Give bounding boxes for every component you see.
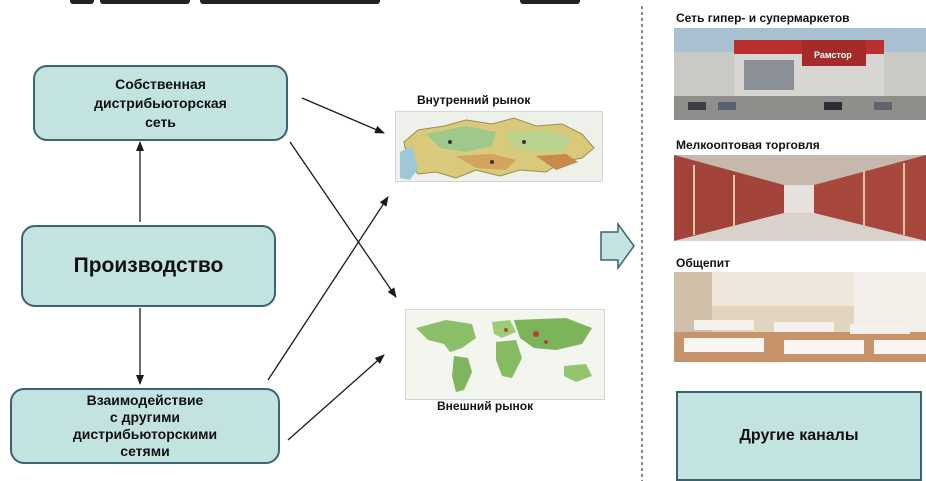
- other-channels-label: Другие каналы: [739, 427, 859, 444]
- block-arrow-right: [600, 221, 635, 271]
- foreign-market-map: [405, 309, 605, 400]
- foreign-market-label: Внешний рынок: [437, 399, 534, 413]
- warehouse-photo: [674, 155, 926, 241]
- kazakhstan-map-image: [396, 112, 602, 181]
- store-sign: Рамстор: [814, 50, 852, 60]
- own-distribution-network-box: Собственная дистрибьюторская сеть: [33, 65, 288, 141]
- retail-chains-label: Сеть гипер- и супермаркетов: [676, 11, 850, 25]
- arrow-interaction-to-domestic: [267, 196, 389, 381]
- other-channels-box: Другие каналы: [676, 391, 922, 481]
- world-map-image: [406, 310, 604, 399]
- own-distribution-network-label: Собственная дистрибьюторская сеть: [94, 75, 227, 130]
- domestic-market-label: Внутренний рынок: [417, 93, 531, 107]
- interaction-label: Взаимодействие с другими дистрибьюторски…: [72, 392, 218, 459]
- small-wholesale-label: Мелкооптовая торговля: [676, 138, 820, 152]
- restaurant-photo: [674, 272, 926, 362]
- catering-label: Общепит: [676, 256, 731, 270]
- production-label: Производство: [73, 254, 224, 277]
- production-box: Производство: [21, 225, 276, 307]
- arrow-own-to-foreign: [289, 141, 397, 298]
- supermarket-photo: Рамстор: [674, 28, 926, 120]
- interaction-box: Взаимодействие с другими дистрибьюторски…: [10, 388, 280, 464]
- arrow-own-to-domestic: [301, 97, 385, 134]
- domestic-market-map: [395, 111, 603, 182]
- arrow-interaction-to-foreign: [287, 354, 385, 441]
- cropped-top-text: [0, 0, 926, 6]
